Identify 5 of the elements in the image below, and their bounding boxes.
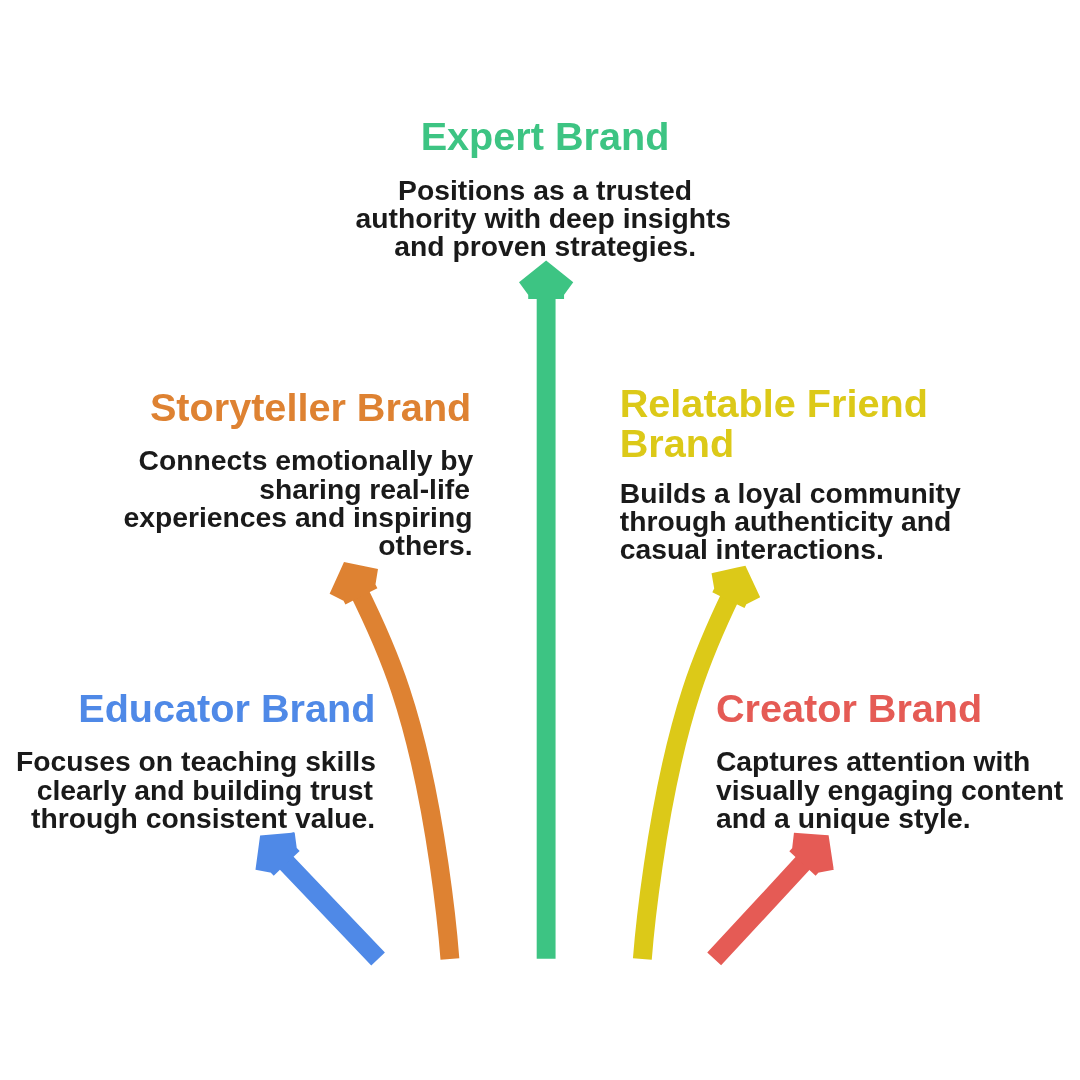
node-text: Storyteller Brand Connects emotionally by sharing real-life experiences and inspiring others.	[123, 385, 474, 562]
node-text: Educator Brand Focuses on teaching skills clearly and building trust through consistent value.	[15, 685, 376, 834]
node-text: Expert Brand Positions as a trusted authority with deep insights and proven strategies.	[355, 114, 732, 263]
node-text: Creator Brand Captures attention with visually engaging content and a unique style.	[715, 685, 1064, 834]
node-text: Relatable Friend Brand Builds a loyal community through authenticity and casual interactions.	[619, 381, 961, 566]
